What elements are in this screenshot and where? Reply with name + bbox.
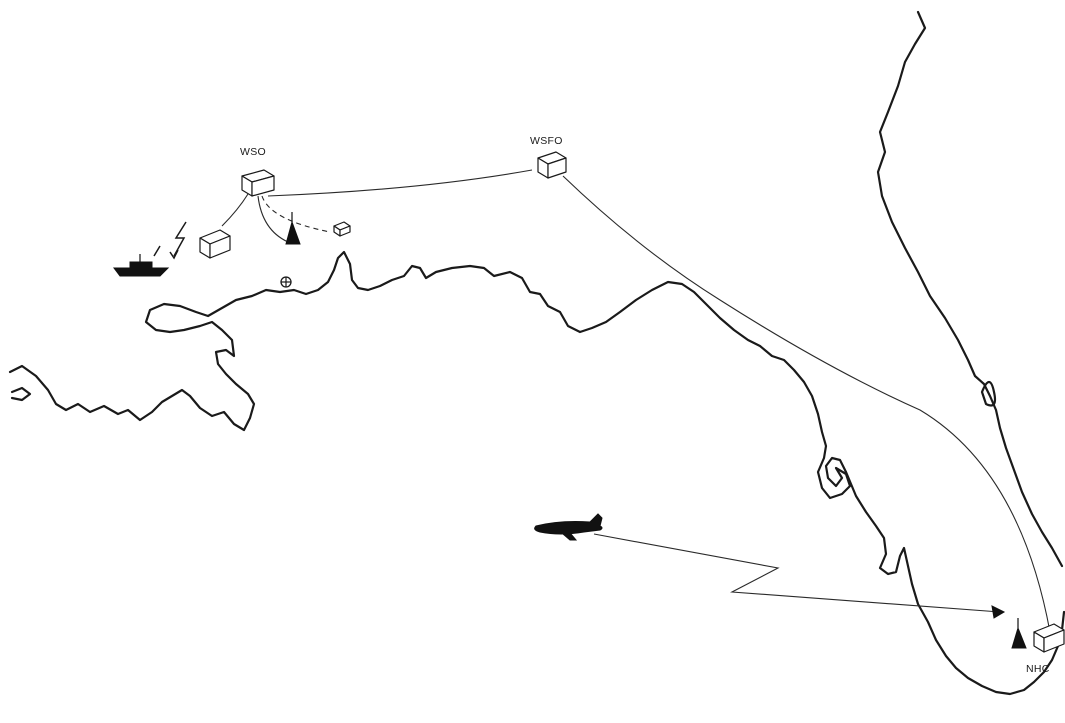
east-coast-lagoon	[980, 380, 997, 407]
wso-office-box-icon	[241, 169, 275, 197]
arrowhead	[991, 605, 1006, 619]
link-wso-wsfo	[267, 169, 533, 197]
east-coastline	[876, 10, 1064, 568]
lightning-signal-icon	[153, 221, 187, 260]
label-nhc: NHC	[1026, 663, 1050, 675]
offshore-platform-icon	[280, 276, 292, 288]
link-wso-local	[221, 193, 249, 227]
link-wsfo-nhc	[562, 175, 1051, 633]
link-wso-radar	[257, 195, 289, 243]
buoy-icon	[333, 221, 351, 237]
western-coast-fragment	[10, 386, 32, 402]
nhc-office-box-icon	[1033, 623, 1065, 653]
link-aircraft-nhc	[593, 533, 1001, 613]
local-office-box-icon	[199, 229, 231, 259]
gulf-coastline	[8, 250, 1065, 696]
link-wso-buoy-dashed	[261, 195, 331, 233]
ship-icon	[113, 254, 170, 277]
nhc-radar-tower-icon	[1011, 618, 1027, 649]
radar-tower-icon	[285, 212, 301, 245]
wsfo-office-box-icon	[537, 151, 567, 179]
label-wsfo: WSFO	[530, 135, 563, 147]
label-wso: WSO	[240, 146, 266, 158]
reconnaissance-aircraft-icon	[534, 513, 603, 541]
